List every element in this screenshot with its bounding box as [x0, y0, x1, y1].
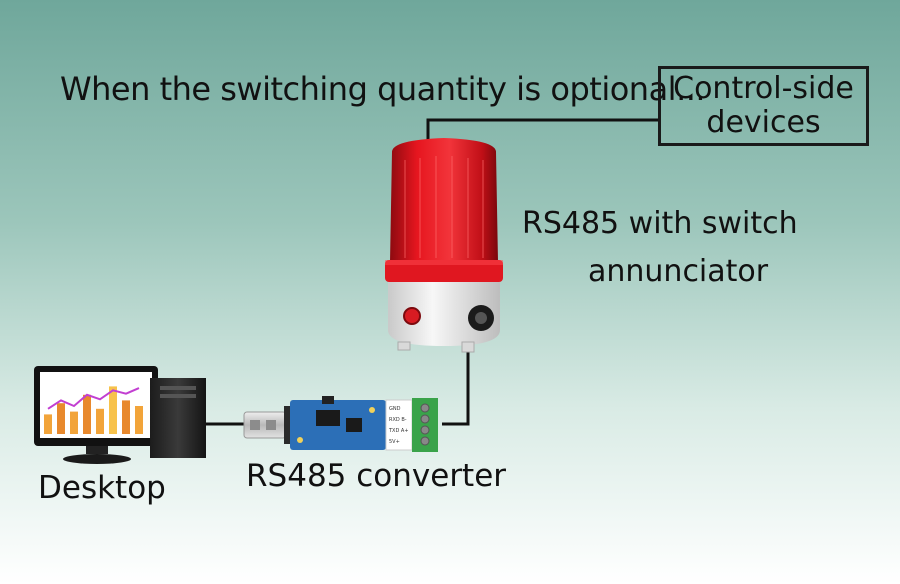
- monitor-trend-line: [47, 387, 140, 410]
- warning-light-icon: [385, 138, 503, 353]
- monitor-bar: [57, 403, 65, 434]
- monitor-bar: [70, 411, 78, 434]
- lamp-indicator-icon: [403, 307, 421, 325]
- control-box-line1: Control-side: [673, 71, 854, 106]
- monitor-bar: [83, 394, 91, 434]
- headline-text: When the switching quantity is optional.…: [60, 70, 706, 108]
- annunciator-label: RS485 with switch annunciator: [522, 200, 798, 296]
- desktop-label: Desktop: [38, 470, 166, 506]
- converter-label: RS485 converter: [246, 458, 507, 494]
- desktop-icon: [34, 366, 206, 464]
- wire-lamp-to-control: [426, 118, 658, 142]
- connection-wires: [205, 118, 658, 426]
- monitor-bar: [109, 386, 117, 434]
- monitor-chart: [44, 386, 143, 434]
- monitor-bar: [96, 408, 104, 434]
- monitor-bar: [122, 400, 130, 434]
- control-box-line2: devices: [706, 105, 821, 140]
- wire-lamp-to-converter: [442, 352, 470, 426]
- annunciator-label-line1: RS485 with switch: [522, 206, 798, 241]
- rs485-converter-icon: GND RXD B- TXD A+ 5V+: [243, 396, 438, 452]
- annunciator-label-line2: annunciator: [588, 254, 769, 289]
- control-side-devices-box: Control-side devices: [658, 66, 869, 146]
- monitor-bar: [135, 406, 143, 434]
- converter-pin-labels: GND RXD B- TXD A+ 5V+: [388, 406, 410, 445]
- monitor-bar: [44, 414, 52, 434]
